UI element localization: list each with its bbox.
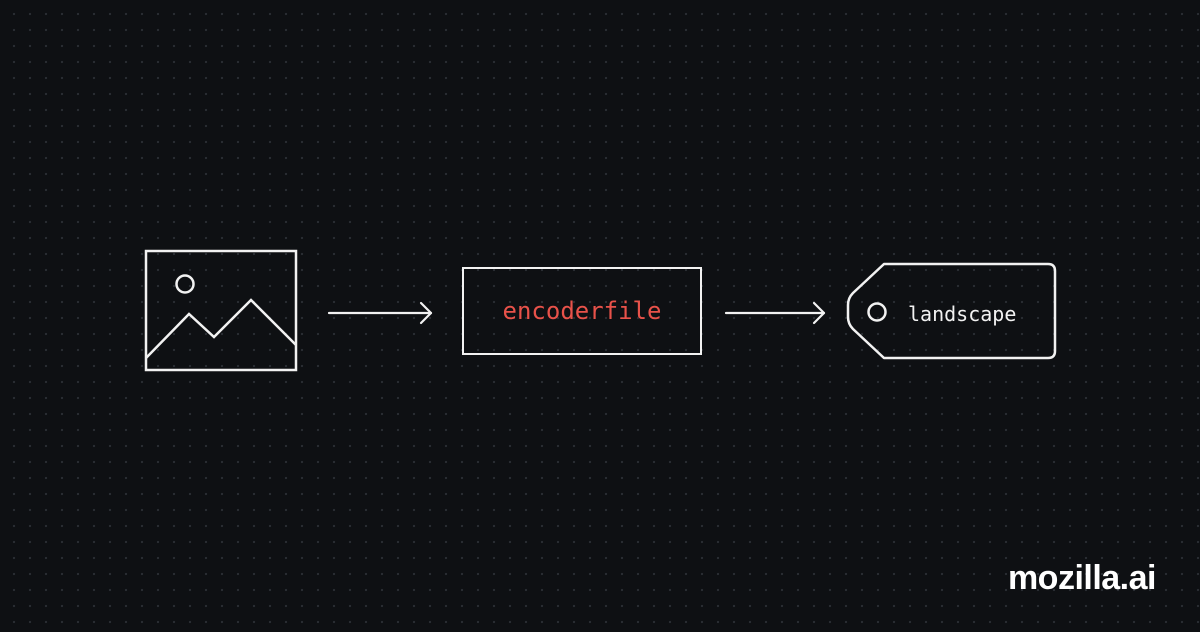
tag-label: landscape — [908, 302, 1017, 326]
arrow-right-icon — [724, 301, 826, 325]
brand-logo: mozilla.ai — [1007, 559, 1157, 597]
image-mountains — [145, 298, 297, 359]
image-icon — [144, 249, 298, 372]
arrow-right-icon — [327, 301, 433, 325]
image-frame — [144, 249, 298, 372]
tag-icon — [846, 262, 1057, 360]
image-sun — [175, 274, 195, 294]
encoderfile-label: encoderfile — [502, 297, 662, 325]
tag-hole — [867, 302, 887, 322]
tag-outline — [846, 262, 1057, 360]
encoderfile-box: encoderfile — [462, 267, 702, 355]
